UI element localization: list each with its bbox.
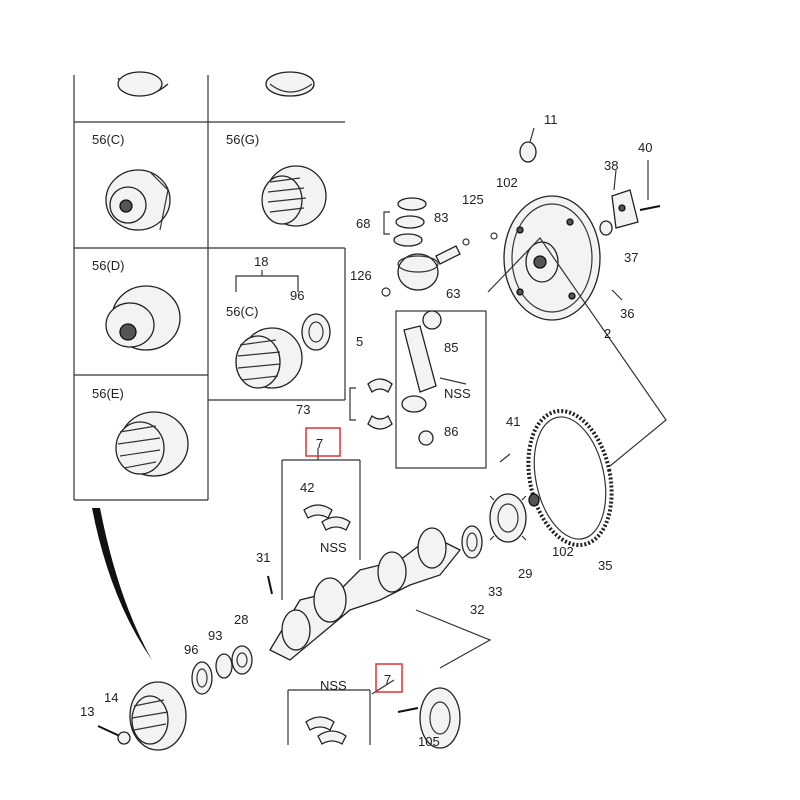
pin-31 (267, 575, 273, 595)
snap-ring-126 (381, 287, 391, 297)
label-125: 125 (462, 192, 484, 207)
label-105: 105 (418, 734, 440, 749)
label-93: 93 (208, 628, 222, 643)
label-56c-top: 56(C) (92, 132, 125, 147)
dowel-102-top (490, 232, 498, 240)
pulley-variants-panel (73, 75, 346, 501)
label-37: 37 (624, 250, 638, 265)
label-63: 63 (446, 286, 460, 301)
label-2: 2 (604, 326, 611, 341)
label-73: 73 (296, 402, 310, 417)
label-11: 11 (544, 112, 558, 127)
pulley-56c-top (105, 169, 171, 231)
label-13: 13 (80, 704, 94, 719)
bearing-73 (349, 378, 393, 430)
flywheel-2 (503, 195, 601, 321)
label-5: 5 (356, 334, 363, 349)
key-102-lower (528, 493, 540, 507)
label-102-lower: 102 (552, 544, 574, 559)
pulley-56e (115, 411, 189, 477)
label-38-top: 38 (604, 158, 618, 173)
label-14: 14 (104, 690, 118, 705)
seal-33 (461, 525, 483, 559)
bolt-36 (611, 289, 623, 301)
label-36: 36 (620, 306, 634, 321)
label-nss-main: NSS (320, 540, 347, 555)
bearing-group-42 (281, 459, 361, 600)
piston-rings-68 (383, 197, 427, 247)
pulley-56d (105, 285, 181, 351)
pulley-56c-lower (235, 327, 303, 389)
snap-ring-125 (462, 238, 470, 246)
highlight-box-7-lower (375, 663, 403, 693)
bolt-13 (97, 725, 131, 745)
label-126: 126 (350, 268, 372, 283)
sweep-curve (92, 508, 152, 660)
label-35: 35 (598, 558, 612, 573)
bracket-18 (235, 270, 299, 292)
label-32: 32 (470, 602, 484, 617)
bearing-group-lower (287, 689, 371, 745)
label-68: 68 (356, 216, 370, 231)
label-31: 31 (256, 550, 270, 565)
ring-gear-35 (526, 408, 614, 548)
label-85: 85 (444, 340, 458, 355)
label-56c-lower: 56(C) (226, 304, 259, 319)
label-83: 83 (434, 210, 448, 225)
piston-63 (397, 253, 439, 291)
seal-96-main (191, 661, 213, 695)
seal-96-inset (301, 313, 331, 351)
label-nss-lower: NSS (320, 678, 347, 693)
plate-38 (611, 189, 639, 229)
label-28: 28 (234, 612, 248, 627)
highlight-box-7-upper (305, 427, 341, 457)
bearing-11 (519, 141, 537, 163)
gear-28 (231, 645, 253, 675)
connecting-rod-box (395, 310, 487, 469)
label-56g: 56(G) (226, 132, 259, 147)
gear-29 (489, 493, 527, 543)
pulley-partial-top-left (117, 71, 169, 97)
label-86: 86 (444, 424, 458, 439)
pulley-partial-top-right (265, 71, 315, 97)
bolt-40 (639, 205, 661, 211)
label-56d: 56(D) (92, 258, 125, 273)
label-nss-rod: NSS (444, 386, 471, 401)
crank-pulley-14 (129, 681, 187, 751)
label-56e: 56(E) (92, 386, 124, 401)
thrust-105 (397, 687, 461, 749)
label-29: 29 (518, 566, 532, 581)
label-33: 33 (488, 584, 502, 599)
leader-lines (317, 127, 667, 695)
label-42: 42 (300, 480, 314, 495)
label-96-main: 96 (184, 642, 198, 657)
label-41: 41 (506, 414, 520, 429)
crankshaft (269, 527, 462, 661)
washer-93 (215, 653, 233, 679)
washer-37 (599, 220, 613, 236)
label-102-top: 102 (496, 175, 518, 190)
label-40: 40 (638, 140, 652, 155)
label-7-upper: 7 (316, 436, 323, 451)
pin-83 (435, 245, 461, 265)
label-7-lower: 7 (384, 672, 391, 687)
label-18: 18 (254, 254, 268, 269)
label-96-inset: 96 (290, 288, 304, 303)
pulley-56g (261, 165, 327, 227)
